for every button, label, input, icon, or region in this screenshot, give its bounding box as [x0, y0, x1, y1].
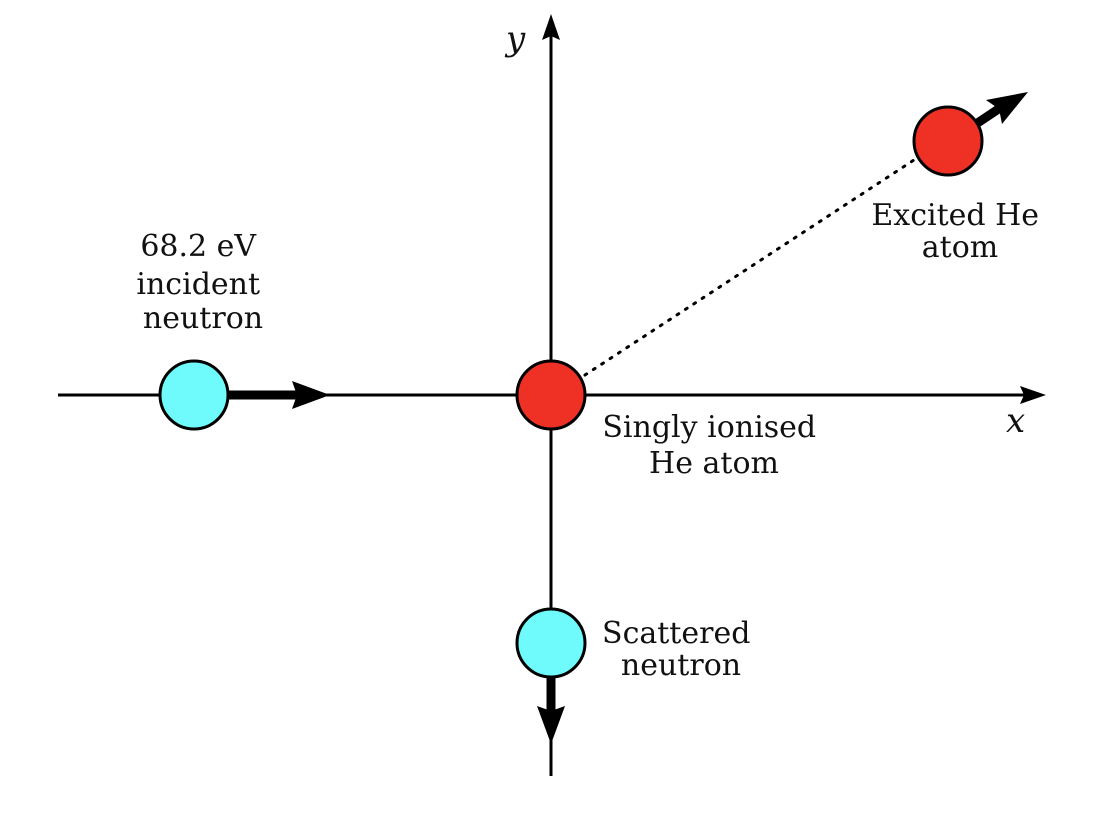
- y-axis-arrowhead: [542, 14, 560, 40]
- excited-atom-arrow-shaft: [973, 104, 1003, 128]
- ionised-atom-label: Singly ionised He atom: [602, 410, 825, 481]
- excited-atom-label: Excited He atom: [871, 198, 1048, 265]
- scattered-neutron: [515, 607, 587, 679]
- x-axis-label: x: [1006, 401, 1025, 441]
- excited-atom-arrowhead: [986, 92, 1028, 124]
- scattered-label-line-2: neutron: [621, 648, 741, 683]
- excited-he-atom: [912, 105, 984, 177]
- incident-neutron-label: 68.2 eV incident neutron: [136, 229, 269, 336]
- ionised-label-line-2: He atom: [649, 446, 779, 481]
- excited-label-line-1: Excited He: [871, 198, 1039, 233]
- excited-atom-trajectory: [583, 156, 919, 377]
- y-axis-label: y: [504, 19, 526, 59]
- scattered-neutron-label: Scattered neutron: [602, 616, 760, 683]
- scattered-label-line-1: Scattered: [602, 616, 750, 651]
- incident-neutron-arrowhead: [292, 381, 330, 409]
- incident-label-line-3: neutron: [143, 301, 263, 336]
- x-axis-arrowhead: [1020, 386, 1046, 404]
- scattered-neutron-arrowhead: [537, 706, 565, 744]
- incident-neutron: [158, 359, 230, 431]
- incident-label-line-2: incident: [136, 267, 260, 302]
- ionised-label-line-1: Singly ionised: [602, 410, 816, 445]
- ionised-he-atom: [515, 359, 587, 431]
- excited-label-line-2: atom: [922, 230, 998, 265]
- incident-label-line-1: 68.2 eV: [140, 229, 257, 264]
